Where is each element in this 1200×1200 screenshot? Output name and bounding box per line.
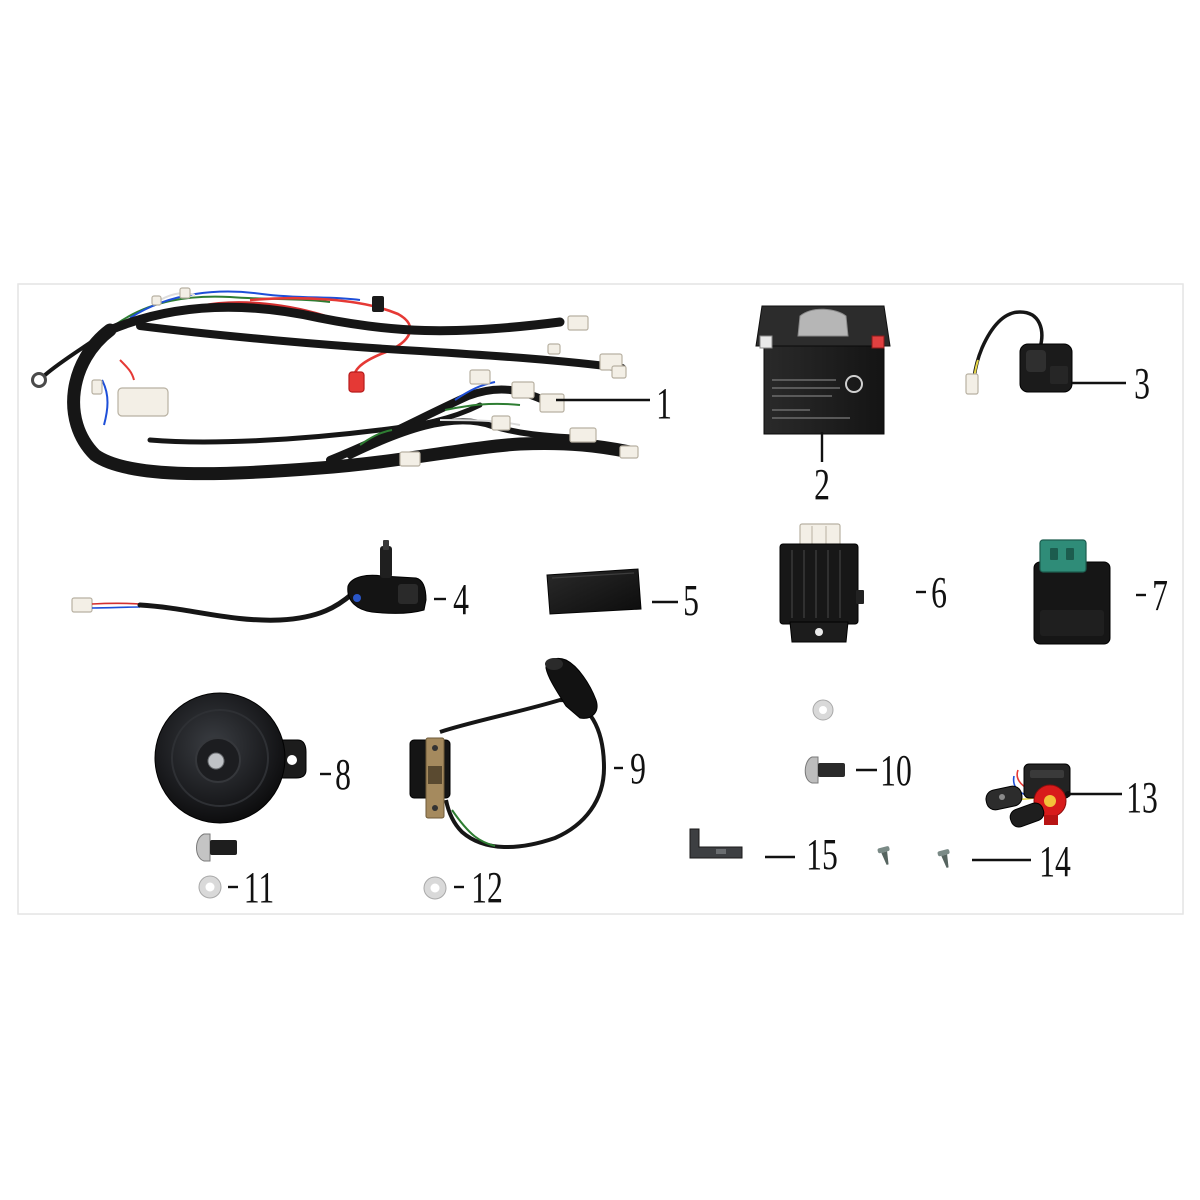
callout-10: 10 (880, 747, 912, 795)
battery (755, 305, 891, 435)
callout-11: 11 (244, 864, 274, 912)
regulator-rectifier (779, 523, 864, 643)
rubber-pad (546, 568, 642, 615)
sensor-unit (965, 310, 1073, 395)
red-connector (348, 371, 365, 393)
callout-6: 6 (931, 569, 947, 617)
ignition-switch (71, 540, 427, 623)
alarm-remote-2 (1009, 802, 1045, 828)
battery-logo (845, 375, 863, 393)
alarm-set (985, 763, 1071, 828)
horn (154, 692, 307, 824)
ignition-coil (409, 657, 607, 850)
callout-8: 8 (335, 751, 351, 799)
cdi-connector (1039, 539, 1087, 573)
screws-14 (877, 846, 950, 868)
bolt-with-washer-11 (196, 833, 237, 899)
callout-13: 13 (1126, 774, 1158, 822)
accessory-bag (797, 308, 849, 337)
callout-1: 1 (656, 380, 672, 428)
sensor-connector (965, 373, 979, 395)
callout-15: 15 (806, 831, 838, 879)
ignition-key (380, 546, 392, 578)
bolt-shank (210, 840, 237, 855)
callout-9: 9 (630, 745, 646, 793)
battery-terminal-positive (871, 335, 885, 349)
spark-plug-cap (545, 657, 598, 719)
washer-12 (423, 876, 447, 900)
wiring-harness (31, 287, 639, 481)
bolt-shank (818, 763, 845, 777)
callout-12: 12 (471, 864, 503, 912)
callout-4: 4 (453, 576, 469, 624)
bracket-15 (689, 828, 743, 859)
callout-3: 3 (1134, 360, 1150, 408)
bolt-with-washer-10 (804, 699, 845, 784)
horn-center-nut (207, 752, 225, 770)
callout-7: 7 (1152, 572, 1168, 620)
screw (877, 846, 890, 865)
callout-14: 14 (1039, 838, 1071, 886)
screw (937, 849, 950, 868)
ignition-connector (71, 597, 93, 613)
callout-5: 5 (683, 577, 699, 625)
ring-terminal (31, 372, 47, 388)
bolt-head (804, 756, 819, 784)
battery-terminal-negative (759, 335, 773, 349)
red-wire-loop (249, 296, 412, 383)
cdi-unit (1033, 539, 1111, 645)
bolt-head (196, 833, 211, 862)
callout-2: 2 (814, 461, 830, 509)
battery-body (763, 345, 885, 435)
